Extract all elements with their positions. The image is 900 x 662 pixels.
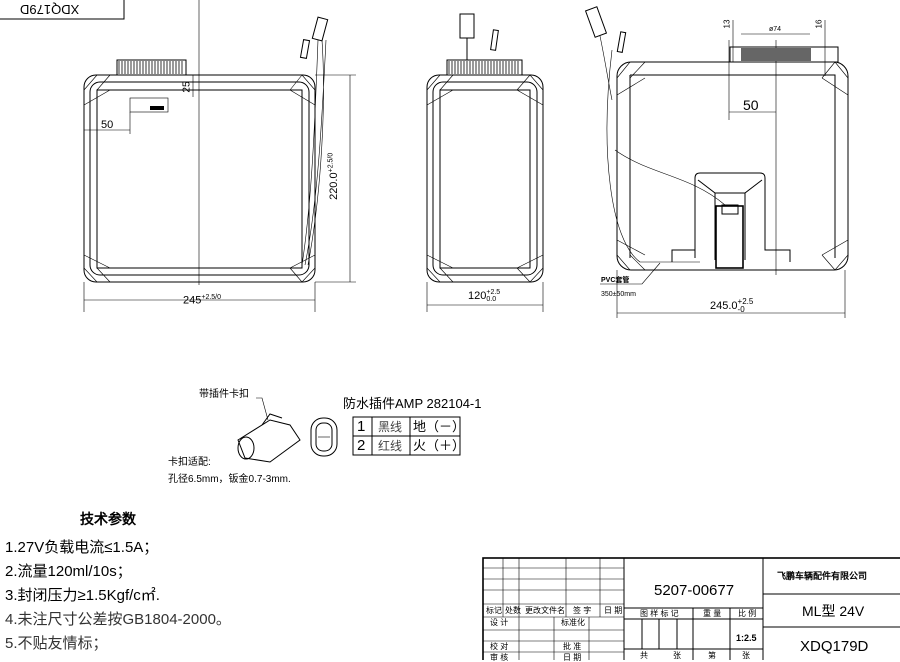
tb-mark-label: 图 样 标 记 — [640, 609, 679, 618]
part-number: XDQ179D — [800, 638, 869, 655]
front-dim-top: 25 — [181, 81, 193, 93]
drawing-number: 5207-00677 — [654, 582, 735, 599]
tb-review: 审 核 — [490, 653, 509, 662]
tb-sheets-label: 张 — [673, 651, 681, 660]
section-dim-offset: 50 — [743, 97, 759, 113]
front-dim-height-value: 220.0 — [327, 172, 340, 200]
section-dim-width: 245.0+2.5-0 — [710, 298, 753, 314]
corner-label: XDQ179D — [20, 2, 80, 17]
fit-spec: 孔径6.5mm，钣金0.7-3mm. — [168, 474, 291, 485]
front-dim-height-tol: +2.5/0 — [327, 152, 335, 173]
side-dim-tol-upper: +2.5 — [486, 289, 501, 296]
pvc-length: 350±50mm — [601, 291, 636, 298]
tech-item: 3.封闭压力≥1.5Kgf/c㎡. — [5, 587, 160, 604]
pvc-label: PVC套管 — [601, 277, 630, 284]
front-dim-width: 245+2.5/0 — [183, 294, 221, 307]
connector-title: 防水插件AMP 282104-1 — [343, 396, 482, 411]
tb-weight-label: 重 量 — [703, 609, 722, 618]
pin-table-grid — [352, 416, 461, 456]
section-dim-tol-upper: +2.5 — [737, 297, 754, 306]
company-name: 飞鹏车辆配件有限公司 — [777, 571, 868, 581]
filler-cap — [116, 59, 187, 76]
tech-item: 4.未注尺寸公差按GB1804-2000。 — [5, 611, 231, 628]
tb-date: 日 期 — [563, 653, 582, 662]
pin-func: 火（＋） — [413, 438, 466, 453]
tb-header: 签 字 — [573, 606, 592, 615]
tech-item: 2.流量120ml/10s； — [5, 563, 132, 580]
section-dim-16: 16 — [814, 19, 824, 29]
tb-scale-label: 比 例 — [738, 609, 757, 618]
pump-motor — [715, 205, 744, 269]
fit-label: 卡扣适配: — [168, 457, 211, 468]
pin-no: 1 — [357, 418, 366, 435]
tech-item: 1.27V负载电流≤1.5A； — [5, 539, 159, 556]
tb-header: 更改文件名 — [525, 606, 565, 615]
title-block-grid — [482, 557, 900, 660]
tb-total-label: 共 — [640, 651, 648, 660]
side-dim-tol-lower: 0.0 — [486, 296, 497, 303]
tb-header: 标记 — [486, 606, 502, 615]
label-plate — [129, 97, 169, 113]
clip-label: 带插件卡扣 — [199, 389, 249, 400]
tb-header: 日 期 — [604, 606, 623, 615]
pin-wire: 黑线 — [378, 420, 403, 434]
section-dim-diameter: ø74 — [769, 26, 782, 33]
connector-illustration — [237, 397, 338, 463]
section-dim-width-value: 245.0 — [710, 299, 738, 312]
tb-sheets-label-2: 张 — [742, 651, 750, 660]
tb-standard: 标准化 — [561, 618, 585, 627]
section-dim-13: 13 — [722, 19, 732, 29]
front-dim-height: 220.0+2.5/0 — [327, 153, 340, 200]
front-dim-left: 50 — [101, 119, 114, 131]
side-dim-width-value: 120 — [468, 289, 487, 302]
front-dim-width-tol: +2.5/0 — [201, 294, 222, 301]
section-dim-tol-lower: -0 — [737, 305, 745, 314]
tb-approve: 批 准 — [563, 642, 582, 651]
tech-title: 技术参数 — [80, 511, 136, 527]
tb-design: 设 计 — [490, 618, 509, 627]
tb-header: 处数 — [505, 606, 521, 615]
tb-page-label: 第 — [708, 651, 716, 660]
pin-no: 2 — [357, 437, 366, 454]
connector-plug — [459, 13, 475, 39]
tech-item: 5.不贴友情标； — [5, 635, 108, 652]
corner-label-box — [0, 0, 125, 20]
pin-func: 地（－） — [413, 419, 466, 434]
front-dim-width-value: 245 — [183, 294, 202, 307]
model: ML型 24V — [802, 603, 865, 619]
side-view — [426, 13, 544, 312]
pin-wire: 红线 — [378, 439, 403, 453]
front-view — [83, 0, 356, 312]
connector-face — [310, 417, 338, 457]
tb-check: 校 对 — [490, 642, 509, 651]
tb-scale: 1:2.5 — [736, 633, 757, 643]
section-view — [584, 6, 849, 318]
